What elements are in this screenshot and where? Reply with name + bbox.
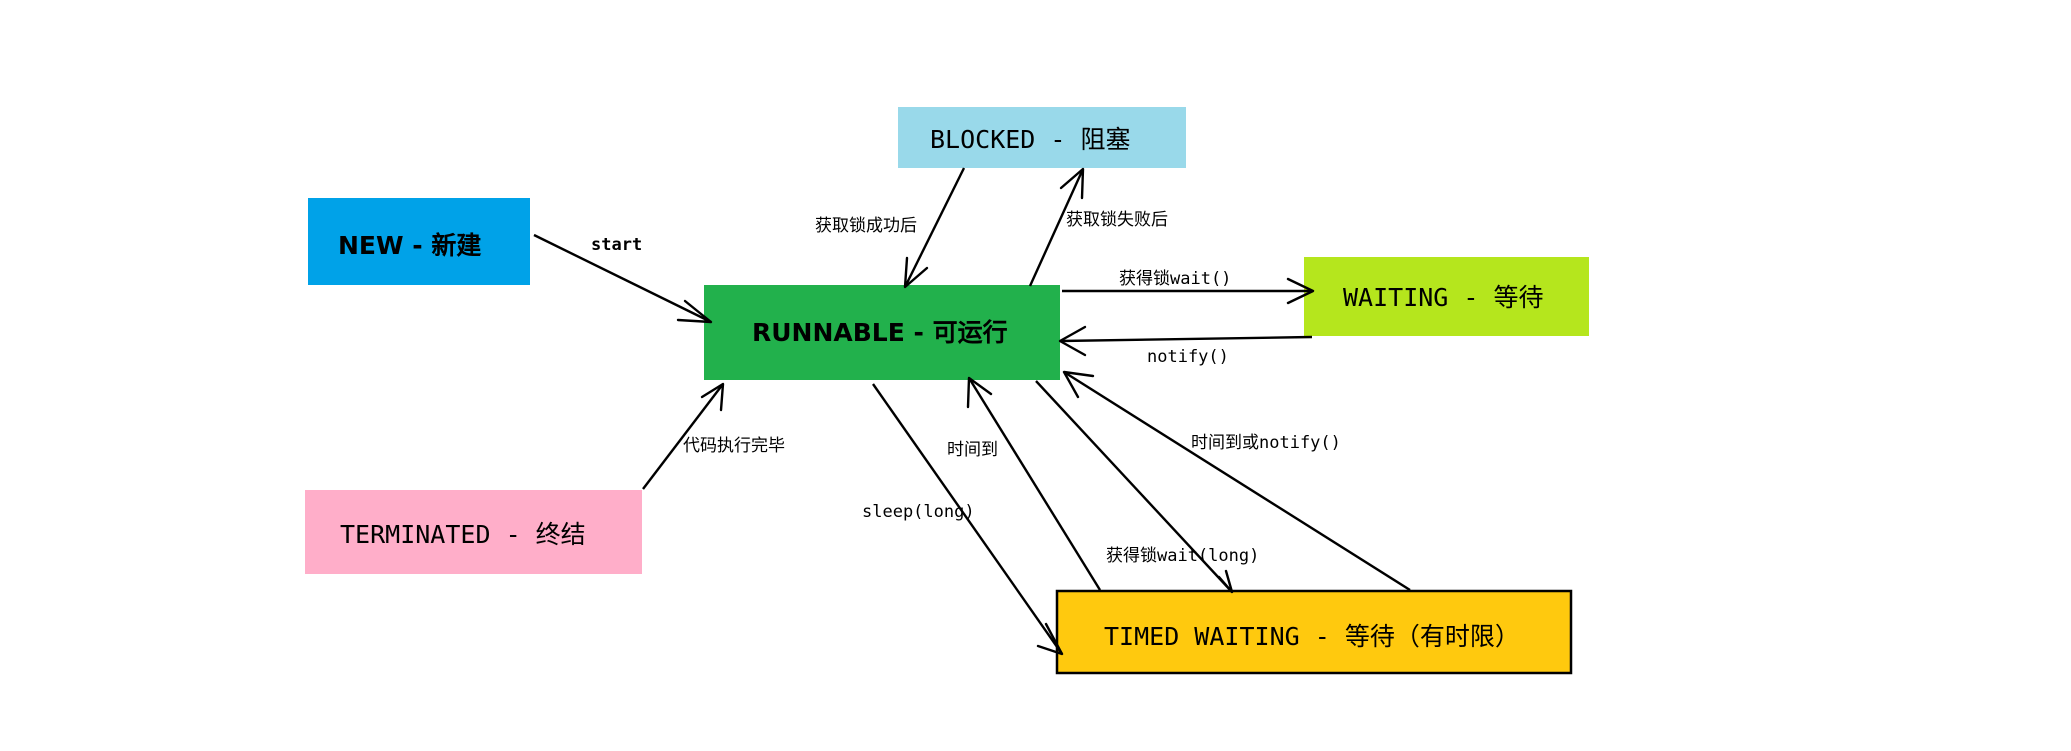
state-timed-waiting-box bbox=[1055, 589, 1573, 675]
arrow-timeout bbox=[966, 376, 1102, 591]
arrow-acquire-lock-fail bbox=[1028, 167, 1085, 287]
state-waiting-label: WAITING - 等待 bbox=[1343, 283, 1544, 312]
state-terminated-box bbox=[305, 490, 642, 574]
label-sleep: sleep(long) bbox=[862, 502, 975, 522]
state-new: NEW - 新建 bbox=[308, 198, 530, 285]
state-terminated: TERMINATED - 终结 bbox=[305, 490, 642, 574]
label-wait-long: 获得锁wait(long) bbox=[1106, 546, 1259, 566]
state-runnable: RUNNABLE - 可运行 bbox=[704, 285, 1060, 380]
state-runnable-label: RUNNABLE - 可运行 bbox=[752, 318, 1008, 347]
arrow-wait-long bbox=[1035, 380, 1234, 594]
arrow-timeout-or-notify bbox=[1062, 370, 1411, 592]
label-code-finished: 代码执行完毕 bbox=[683, 436, 785, 456]
arrow-wait bbox=[1062, 277, 1315, 305]
state-blocked-box bbox=[898, 107, 1186, 168]
label-acquire-lock-fail: 获取锁失败后 bbox=[1066, 210, 1168, 230]
arrow-code-finished bbox=[642, 382, 725, 490]
state-blocked: BLOCKED - 阻塞 bbox=[898, 107, 1186, 168]
label-notify: notify() bbox=[1147, 347, 1229, 367]
state-timed-waiting-label: TIMED WAITING - 等待（有时限） bbox=[1104, 622, 1520, 651]
label-acquire-lock-success: 获取锁成功后 bbox=[815, 216, 917, 236]
state-new-box bbox=[308, 198, 530, 285]
state-timed-waiting: TIMED WAITING - 等待（有时限） bbox=[1055, 589, 1573, 675]
arrow-acquire-lock-success bbox=[903, 167, 966, 289]
label-timeout-or-notify: 时间到或notify() bbox=[1191, 433, 1341, 453]
arrow-notify bbox=[1058, 325, 1313, 357]
state-blocked-label: BLOCKED - 阻塞 bbox=[930, 125, 1131, 154]
state-waiting: WAITING - 等待 bbox=[1304, 257, 1589, 336]
state-waiting-box bbox=[1304, 257, 1589, 336]
state-runnable-box bbox=[704, 285, 1060, 380]
label-timeout: 时间到 bbox=[947, 440, 998, 460]
label-start: start bbox=[591, 235, 642, 255]
arrow-sleep bbox=[872, 383, 1064, 656]
arrow-start bbox=[533, 233, 713, 324]
state-terminated-label: TERMINATED - 终结 bbox=[340, 520, 586, 549]
state-new-label: NEW - 新建 bbox=[338, 231, 481, 260]
label-wait: 获得锁wait() bbox=[1119, 269, 1231, 289]
